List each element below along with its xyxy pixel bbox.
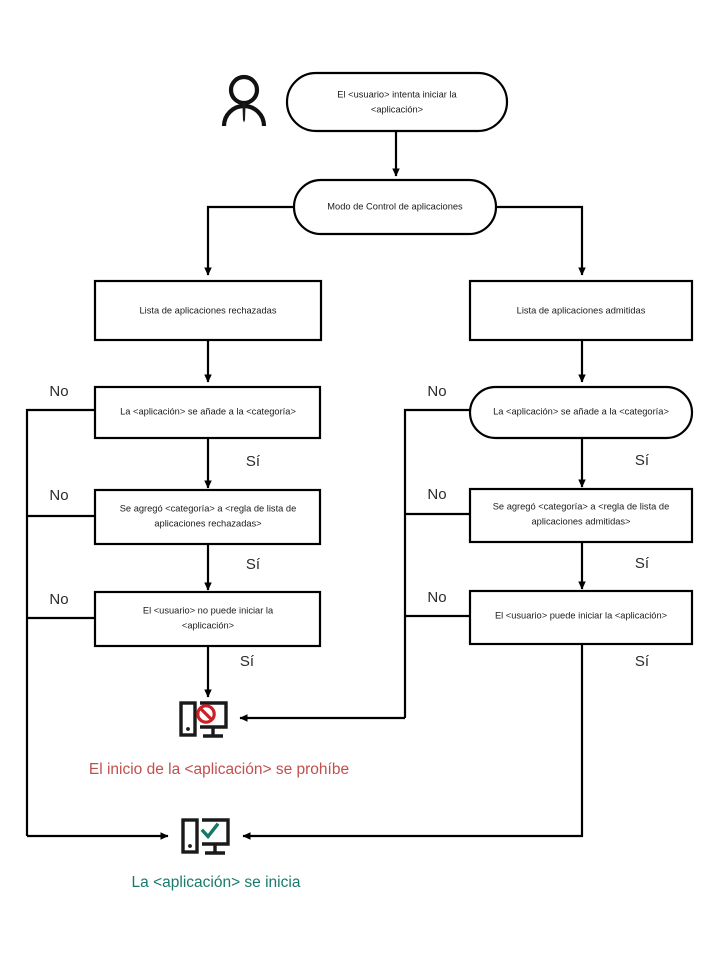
node-denied-rule: Se agregó <categoría> a <regla de lista … — [93, 488, 322, 546]
node-allowed-result-label: El <usuario> puede iniciar la <aplicació… — [495, 610, 667, 620]
outcome-deny-text: El inicio de la <aplicación> se prohíbe — [89, 761, 349, 778]
label-right-si-3: Sí — [635, 653, 650, 670]
edge-allowed-result-si-to-allow — [242, 644, 584, 840]
edge-right-no-rail — [403, 408, 470, 718]
node-allowed-result: El <usuario> puede iniciar la <aplicació… — [468, 589, 694, 646]
node-denied-category-label: La <aplicación> se añade a la <categoría… — [120, 406, 296, 416]
node-mode: Modo de Control de aplicaciones — [292, 178, 498, 236]
label-left-si-2: Sí — [246, 556, 261, 573]
node-start-line2: <aplicación> — [371, 104, 423, 114]
node-mode-label: Modo de Control de aplicaciones — [327, 201, 463, 211]
node-denied-result-line2: <aplicación> — [182, 620, 234, 630]
edge-mode-to-allowed-list — [496, 205, 586, 276]
label-right-si-1: Sí — [635, 452, 650, 469]
label-left-si-3: Sí — [240, 653, 255, 670]
label-left-si-1: Sí — [246, 453, 261, 470]
node-allowed-list-label: Lista de aplicaciones admitidas — [517, 305, 646, 315]
node-denied-list-label: Lista de aplicaciones rechazadas — [140, 305, 277, 315]
node-denied-result-line1: El <usuario> no puede iniciar la — [143, 605, 274, 615]
node-denied-list: Lista de aplicaciones rechazadas — [93, 279, 323, 342]
node-allowed-category-label: La <aplicación> se añade a la <categoría… — [493, 406, 669, 416]
node-allowed-rule-line1: Se agregó <categoría> a <regla de lista … — [493, 501, 670, 511]
label-left-no-1: No — [49, 383, 68, 400]
label-left-no-2: No — [49, 487, 68, 504]
node-allowed-rule-line2: aplicaciones admitidas> — [532, 516, 631, 526]
node-denied-result: El <usuario> no puede iniciar la <aplica… — [93, 590, 322, 648]
computer-allowed-icon — [181, 818, 230, 855]
usuario-icon — [221, 74, 267, 127]
computer-blocked-icon — [179, 701, 228, 738]
node-denied-rule-line1: Se agregó <categoría> a <regla de lista … — [120, 503, 297, 513]
label-right-no-1: No — [427, 383, 446, 400]
node-denied-category: La <aplicación> se añade a la <categoría… — [93, 385, 322, 440]
edge-mode-to-denied-list — [204, 205, 294, 276]
edge-left-no-rail — [25, 408, 96, 836]
label-right-si-2: Sí — [635, 555, 650, 572]
label-left-no-3: No — [49, 591, 68, 608]
node-start: El <usuario> intenta iniciar la <aplicac… — [285, 71, 509, 133]
outcome-allow-text: La <aplicación> se inicia — [132, 874, 301, 891]
label-right-no-2: No — [427, 486, 446, 503]
node-allowed-list: Lista de aplicaciones admitidas — [468, 279, 694, 342]
node-allowed-rule: Se agregó <categoría> a <regla de lista … — [468, 487, 694, 544]
node-start-line1: El <usuario> intenta iniciar la — [337, 89, 457, 99]
label-right-no-3: No — [427, 589, 446, 606]
node-allowed-category: La <aplicación> se añade a la <categoría… — [468, 385, 694, 440]
node-denied-rule-line2: aplicaciones rechazadas> — [154, 518, 261, 528]
